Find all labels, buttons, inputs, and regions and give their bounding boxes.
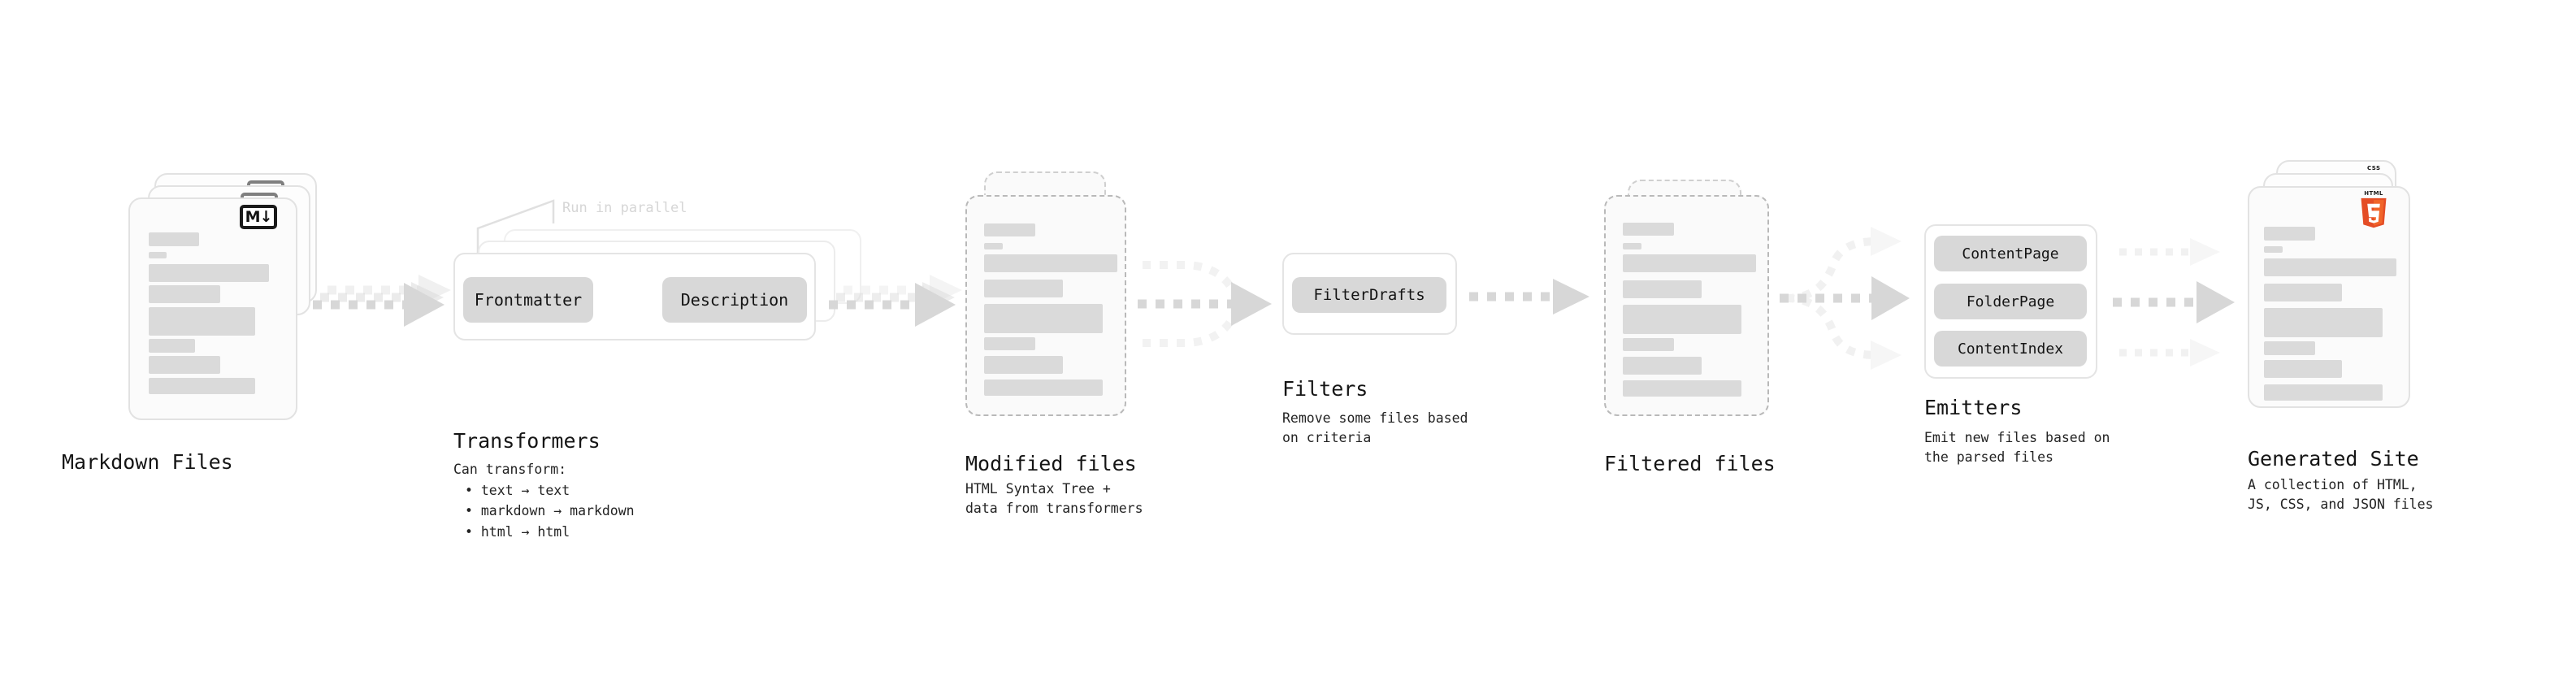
skeleton-row [1623,305,1741,334]
chip-filterdrafts: FilterDrafts [1292,277,1446,313]
label-transformers: Transformers [453,429,601,453]
skeleton-row [984,280,1063,297]
skeleton-row [2264,258,2396,276]
skeleton-row [2264,384,2383,401]
skeleton-row [149,356,220,374]
arrow-transformers-to-modified [829,275,962,327]
bullet-item: • text → text [465,482,570,498]
skeleton-row [149,378,255,394]
skeleton-row [149,232,199,246]
arrow-md-to-transformers [313,275,451,327]
arrow-filters-to-filtered [1469,279,1589,314]
label-modified-files: Modified files [965,452,1137,475]
skeleton-row [2264,341,2315,355]
html5-icon: HTML [2361,190,2387,228]
label-filtered-files: Filtered files [1604,452,1776,475]
arrow-emitters-to-site [2113,238,2235,367]
skeleton-row [1623,357,1702,375]
desc-modified-files: HTML Syntax Tree + data from transformer… [965,481,1143,516]
skeleton-row [149,285,220,303]
skeleton-row [2264,360,2342,378]
skeleton-row [2264,284,2342,301]
skeleton-row [2264,308,2383,337]
transformers-bullets: Can transform: • text → text • markdown … [453,459,635,542]
arrow-filtered-to-emitters [1780,227,1910,370]
chip-contentpage: ContentPage [1934,236,2087,271]
skeleton-row [2264,227,2315,241]
arrow-modified-to-filters [1138,261,1272,347]
skeleton-row [1623,380,1741,397]
css3-icon-text: CSS [2367,165,2381,171]
label-generated-site: Generated Site [2248,447,2419,471]
markdown-icon: M↓ [240,205,277,229]
chip-frontmatter: Frontmatter [463,277,593,323]
skeleton-row [149,264,269,282]
parallel-bracket [476,199,555,256]
svg-text:HTML: HTML [2364,190,2383,197]
filtered-card-front [1604,195,1769,416]
label-markdown-files: Markdown Files [62,450,233,474]
chip-description: Description [662,277,807,323]
desc-generated-site: A collection of HTML, JS, CSS, and JSON … [2248,477,2434,512]
skeleton-row [149,339,195,353]
skeleton-row [1623,280,1702,298]
markdown-card-front [128,197,297,420]
skeleton-row [984,380,1103,396]
skeleton-row [984,243,1003,249]
skeleton-row [1623,243,1641,249]
skeleton-row [984,356,1063,374]
desc-emitters: Emit new files based on the parsed files [1924,430,2110,465]
skeleton-row [149,307,255,336]
skeleton-row [1623,338,1674,351]
modified-card-front [965,195,1126,416]
skeleton-row [1623,223,1674,236]
chip-folderpage: FolderPage [1934,284,2087,319]
bullet-item: • markdown → markdown [465,503,635,519]
skeleton-row [2264,246,2283,253]
skeleton-row [984,337,1035,350]
parallel-note: Run in parallel [562,200,687,216]
skeleton-row [984,223,1035,236]
skeleton-row [984,254,1117,272]
desc-filters: Remove some files based on criteria [1282,410,1468,445]
skeleton-row [984,304,1103,333]
chip-contentindex: ContentIndex [1934,331,2087,367]
bullet-item: • html → html [465,523,570,540]
label-emitters: Emitters [1924,396,2023,419]
bullets-header: Can transform: [453,462,567,477]
skeleton-row [149,252,167,258]
label-filters: Filters [1282,377,1368,401]
skeleton-row [1623,254,1756,272]
